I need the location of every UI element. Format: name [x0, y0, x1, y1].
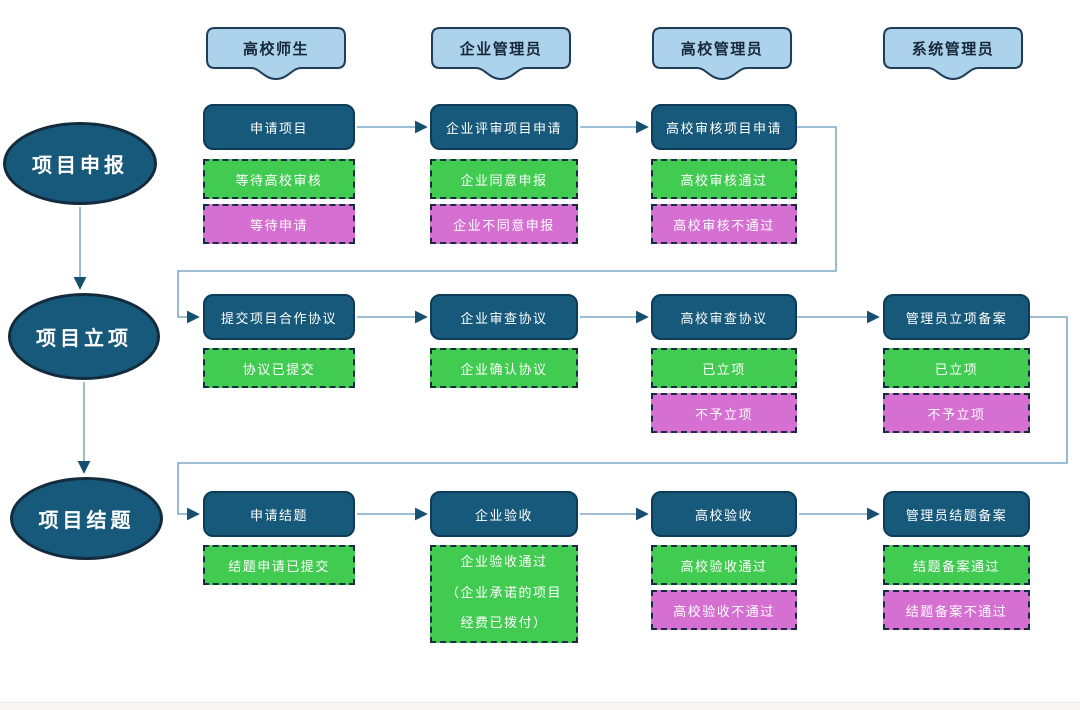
- arrow-r1-feedback-to-r2: [177, 126, 837, 324]
- lane-header-label: 企业管理员: [459, 39, 543, 58]
- status-box-fail: 结题备案不通过: [883, 590, 1030, 630]
- banner-shape-icon: [652, 27, 792, 81]
- status-box-success: 结题备案通过: [883, 545, 1030, 585]
- lane-header-university-staff: 高校师生: [206, 27, 346, 81]
- lane-header-system-admin: 系统管理员: [883, 27, 1023, 81]
- phase-ellipse-conclusion: 项目结题: [10, 477, 163, 560]
- status-box-success: 高校验收通过: [651, 545, 797, 585]
- status-box-fail: 高校验收不通过: [651, 590, 797, 630]
- bottom-edge-strip: [0, 702, 1080, 710]
- status-box-success: 高校审核通过: [651, 159, 797, 199]
- process-box-university-acceptance: 高校验收: [651, 491, 797, 537]
- status-box-success: 已立项: [651, 348, 797, 388]
- process-box-apply-project: 申请项目: [203, 104, 355, 150]
- process-box-enterprise-acceptance: 企业验收: [430, 491, 578, 537]
- status-box-success: 协议已提交: [203, 348, 355, 388]
- phase-ellipse-declaration: 项目申报: [3, 122, 157, 205]
- arrow-r2-feedback-to-r3: [177, 316, 1068, 521]
- banner-shape-icon: [206, 27, 346, 81]
- status-line: （企业承诺的项目: [445, 585, 562, 601]
- process-box-enterprise-review-application: 企业评审项目申请: [430, 104, 578, 150]
- lane-header-label: 高校师生: [242, 39, 309, 58]
- lane-header-enterprise-admin: 企业管理员: [431, 27, 571, 81]
- process-box-apply-conclusion: 申请结题: [203, 491, 355, 537]
- phase-ellipse-approval: 项目立项: [8, 293, 160, 380]
- status-line: 经费已拨付）: [460, 616, 548, 632]
- lane-header-university-admin: 高校管理员: [652, 27, 792, 81]
- process-box-admin-conclusion-record: 管理员结题备案: [883, 491, 1030, 537]
- status-box-fail: 不予立项: [883, 393, 1030, 433]
- status-box-success: 结题申请已提交: [203, 545, 355, 585]
- status-box-fail: 高校审核不通过: [651, 204, 797, 244]
- status-box-success: 等待高校审核: [203, 159, 355, 199]
- banner-shape-icon: [431, 27, 571, 81]
- process-box-enterprise-review-agreement: 企业审查协议: [430, 294, 578, 340]
- process-box-university-review-agreement: 高校审查协议: [651, 294, 797, 340]
- status-box-success-multiline: 企业验收通过 （企业承诺的项目 经费已拨付）: [430, 545, 578, 643]
- status-box-fail: 等待申请: [203, 204, 355, 244]
- process-box-university-review-application: 高校审核项目申请: [651, 104, 797, 150]
- status-box-success: 已立项: [883, 348, 1030, 388]
- process-box-submit-agreement: 提交项目合作协议: [203, 294, 355, 340]
- status-box-success: 企业确认协议: [430, 348, 578, 388]
- lane-header-label: 高校管理员: [680, 39, 764, 58]
- lane-header-label: 系统管理员: [911, 39, 995, 58]
- status-box-fail: 不予立项: [651, 393, 797, 433]
- status-box-fail: 企业不同意申报: [430, 204, 578, 244]
- status-box-success: 企业同意申报: [430, 159, 578, 199]
- banner-shape-icon: [883, 27, 1023, 81]
- process-box-admin-approval-record: 管理员立项备案: [883, 294, 1030, 340]
- status-line: 企业验收通过: [460, 555, 548, 571]
